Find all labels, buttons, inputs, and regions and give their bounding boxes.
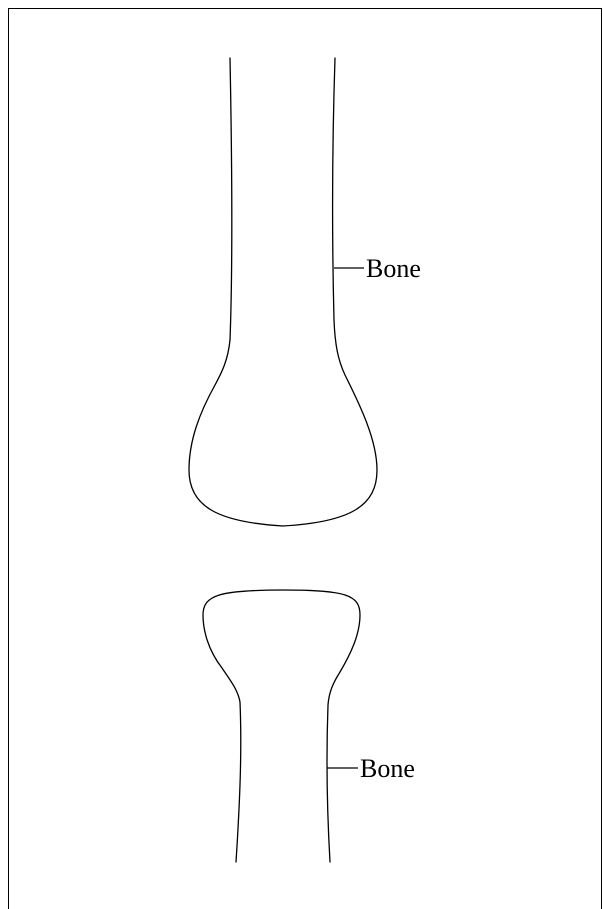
lower-bone-label: Bone [360, 754, 415, 783]
upper-bone-outline [189, 58, 377, 526]
upper-bone-label: Bone [366, 254, 421, 283]
lower-bone-outline [203, 590, 360, 862]
